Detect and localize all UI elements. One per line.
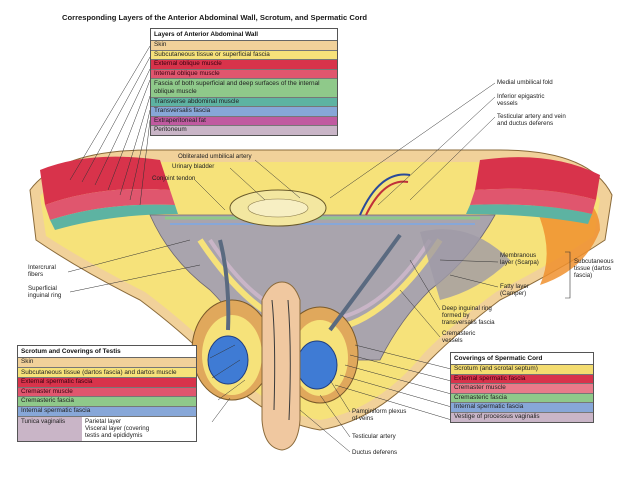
- legend-row: Peritoneum: [151, 126, 337, 135]
- legend-row: Internal oblique muscle: [151, 69, 337, 80]
- left-muscle-bands: [40, 156, 170, 205]
- label-deep-inguinal-ring: Deep inguinal ring formed by transversal…: [442, 305, 495, 327]
- penis: [261, 281, 301, 451]
- label-conjoint-tendon: Conjoint tendon: [152, 175, 196, 182]
- legend-row: Internal spermatic fascia: [18, 406, 196, 417]
- testis-legend-heading: Scrotum and Coverings of Testis: [18, 346, 196, 358]
- right-spermatic-cord: [328, 233, 402, 332]
- legend-row: Vestige of processus vaginalis: [451, 412, 593, 422]
- right-muscle-bands: [475, 157, 600, 200]
- label-intercrural-fibers: Intercrural fibers: [28, 264, 56, 279]
- label-testicular-artery-vein: Testicular artery and vein and ductus de…: [497, 113, 566, 128]
- legend-row: Cremasteric fascia: [18, 397, 196, 407]
- legend-row: External oblique muscle: [151, 60, 337, 70]
- left-testis: [207, 335, 249, 385]
- abdominal-wall-legend-heading: Layers of Anterior Abdominal Wall: [151, 29, 337, 41]
- label-testicular-artery: Testicular artery: [352, 433, 396, 440]
- label-obliterated-umbilical: Obliterated umbilical artery: [178, 153, 252, 160]
- abdominal-wall-legend: Layers of Anterior Abdominal Wall Skin S…: [150, 28, 338, 136]
- visceral-layer-label: Visceral layer (covering testis and epid…: [85, 424, 150, 440]
- label-superficial-inguinal-ring: Superficial inguinal ring: [28, 285, 62, 300]
- legend-row: Skin: [151, 41, 337, 51]
- legend-row: Skin: [18, 358, 196, 368]
- spermatic-cord-legend-heading: Coverings of Spermatic Cord: [451, 353, 593, 365]
- legend-row: Internal spermatic fascia: [451, 403, 593, 413]
- legend-row: Extraperitoneal fat: [151, 116, 337, 127]
- testis-legend: Scrotum and Coverings of Testis Skin Sub…: [17, 345, 197, 442]
- legend-row: Transversalis fascia: [151, 107, 337, 117]
- legend-row: Transverse abdominal muscle: [151, 97, 337, 108]
- figure-title: Corresponding Layers of the Anterior Abd…: [62, 13, 368, 22]
- spermatic-cord-legend: Coverings of Spermatic Cord Scrotum (and…: [450, 352, 594, 423]
- label-pampiniform-plexus: Pampiniform plexus of veins: [352, 408, 407, 423]
- parietal-layer-label: Parietal layer: [85, 417, 122, 425]
- legend-row: Fascia of both superficial and deep surf…: [151, 79, 337, 98]
- label-inferior-epigastric: Inferior epigastric vessels: [497, 93, 545, 108]
- legend-row: External spermatic fascia: [451, 374, 593, 385]
- tunica-vaginalis-row: Tunica vaginalis Parietal layer Visceral…: [18, 416, 196, 441]
- label-cremasteric-vessels: Cremasteric vessels: [442, 330, 476, 345]
- label-medial-umbilical-fold: Medial umbilical fold: [497, 79, 553, 86]
- legend-row: Cremaster muscle: [451, 384, 593, 394]
- left-spermatic-cord: [218, 239, 231, 331]
- legend-row: External spermatic fascia: [18, 378, 196, 388]
- label-subcutaneous-tissue: Subcutaneous tissue (dartos fascia): [574, 258, 614, 280]
- legend-row: Subcutaneous tissue (dartos fascia) and …: [18, 367, 196, 379]
- tunica-vaginalis-label: Tunica vaginalis: [21, 417, 66, 425]
- label-ductus-deferens: Ductus deferens: [352, 449, 398, 456]
- label-urinary-bladder: Urinary bladder: [172, 163, 215, 170]
- legend-row: Scrotum (and scrotal septum): [451, 365, 593, 375]
- label-fatty-layer: Fatty layer (Camper): [500, 283, 529, 298]
- leader-lines: [67, 45, 499, 453]
- legend-row: Cremaster muscle: [18, 387, 196, 398]
- legend-row: Subcutaneous tissue or superficial fasci…: [151, 50, 337, 61]
- label-membranous-layer: Membranous layer (Scarpa): [500, 252, 539, 267]
- legend-row: Cremasteric fascia: [451, 393, 593, 404]
